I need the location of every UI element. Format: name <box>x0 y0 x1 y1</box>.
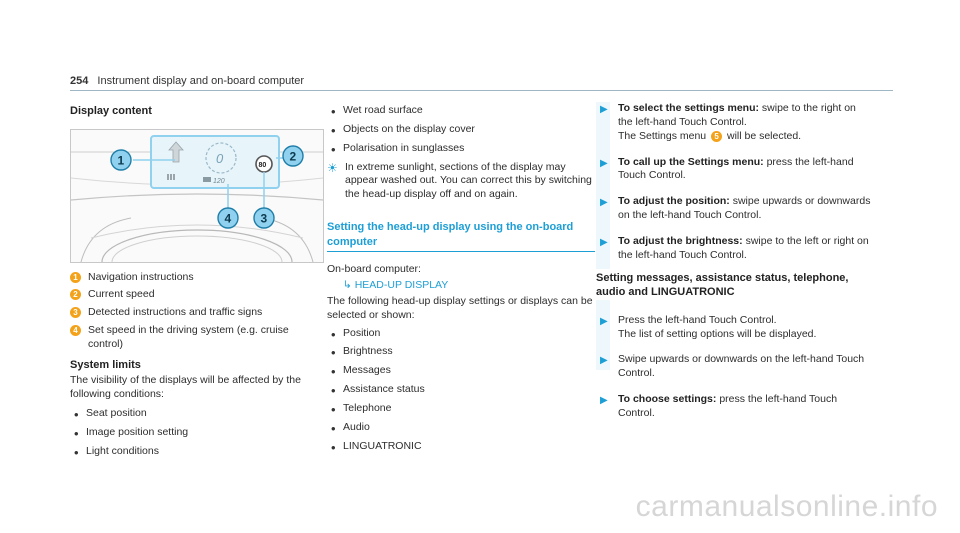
legend-text: Detected instructions and traffic signs <box>88 306 263 319</box>
list-item: Assistance status <box>327 382 595 399</box>
step-adjust-brightness: ▶ To adjust the brightness: swipe to the… <box>596 235 871 263</box>
callout-4: 4 <box>217 206 239 229</box>
section-heading-text: Setting the head-up display using the on… <box>327 221 574 248</box>
callout-1: 1 <box>110 148 132 171</box>
cruise-control-icon <box>203 176 211 182</box>
step-text: press the left-hand Touch Control. <box>618 393 838 420</box>
header-rule <box>70 90 893 91</box>
section-heading-display-content: Display content <box>70 105 152 117</box>
conditions-list: Wet road surface Objects on the display … <box>327 103 595 158</box>
instruction-band <box>596 102 610 370</box>
settings-list: Position Brightness Messages Assistance … <box>327 326 595 456</box>
step-text: swipe to the right on the left-hand Touc… <box>618 102 856 128</box>
step-call-up-settings: ▶ To call up the Settings menu: press th… <box>596 156 871 184</box>
hud-diagram: 0 80 120 1 2 <box>71 134 323 262</box>
callout-3: 3 <box>253 206 275 229</box>
list-item: LINGUATRONIC <box>327 439 595 456</box>
section-heading-setting: Setting the head-up display using the on… <box>327 220 595 253</box>
svg-text:2: 2 <box>290 149 297 163</box>
list-item: Image position setting <box>70 425 325 442</box>
legend-item: 2 Current speed <box>70 288 325 302</box>
step-arrow-icon: ▶ <box>600 315 608 327</box>
tip-note: ☀ In extreme sunlight, sections of the d… <box>327 161 595 203</box>
step-arrow-icon: ▶ <box>600 157 608 169</box>
step-select-settings: ▶ To select the settings menu: swipe to … <box>596 102 871 144</box>
page-header: 254 Instrument display and on-board comp… <box>70 74 304 89</box>
svg-text:3: 3 <box>261 211 268 225</box>
system-limits-text: The visibility of the displays will be a… <box>70 374 301 401</box>
list-item: Audio <box>327 420 595 437</box>
section-heading-system-limits: System limits <box>70 358 141 371</box>
list-item: Wet road surface <box>327 103 595 120</box>
legend-text: Navigation instructions <box>88 270 194 283</box>
path-arrow-icon: ↳ <box>343 279 355 292</box>
settings-description: The following head-up display settings o… <box>327 294 593 321</box>
step-label: To call up the Settings menu: <box>618 155 764 168</box>
step-arrow-icon: ▶ <box>600 197 608 209</box>
step-arrow-icon: ▶ <box>600 237 608 249</box>
section-heading-messages: Setting messages, assistance status, tel… <box>596 268 871 300</box>
list-item: Messages <box>327 363 595 380</box>
watermark: carmanualsonline.info <box>635 490 938 524</box>
step-label: To adjust the position: <box>618 195 730 208</box>
badge-1: 1 <box>70 271 81 283</box>
step-arrow-icon: ▶ <box>600 395 608 407</box>
chapter-title: Instrument display and on-board computer <box>97 75 305 87</box>
list-item: Brightness <box>327 344 595 361</box>
path-label: On-board computer: <box>327 263 421 276</box>
step-subtext: The Settings menu <box>618 129 710 142</box>
current-speed-text: 0 <box>216 151 224 166</box>
hud-illustration: 0 80 120 1 2 <box>70 128 324 263</box>
menu-path: ↳ HEAD-UP DISPLAY <box>327 279 595 293</box>
step-swipe: ▶ Swipe upwards or downwards on the left… <box>596 353 871 381</box>
step-press-touch-control: ▶ Press the left-hand Touch Control. The… <box>596 314 871 342</box>
step-adjust-position: ▶ To adjust the position: swipe upwards … <box>596 195 871 223</box>
badge-3: 3 <box>70 307 81 319</box>
tip-text: In extreme sunlight, sections of the dis… <box>345 160 592 201</box>
hud-projection-frame <box>150 134 280 189</box>
svg-text:4: 4 <box>225 211 232 225</box>
list-item: Objects on the display cover <box>327 122 595 139</box>
list-item: Light conditions <box>70 444 325 461</box>
column-1: Display content 0 80 120 <box>70 104 325 464</box>
legend-text: Set speed in the driving system (e.g. cr… <box>88 324 289 350</box>
step-label: To adjust the brightness: <box>618 235 743 248</box>
page-number: 254 <box>70 75 89 87</box>
list-item: Polarisation in sunglasses <box>327 141 595 158</box>
step-text: swipe to the left or right on the left-h… <box>618 235 869 261</box>
set-speed-text: 120 <box>213 178 225 185</box>
legend-text: Current speed <box>88 288 155 301</box>
limits-list: Seat position Image position setting Lig… <box>70 406 325 461</box>
tip-bulb-icon: ☀ <box>327 160 338 175</box>
badge-4: 4 <box>70 325 81 337</box>
step-text: Swipe upwards or downwards on the left-h… <box>618 353 865 380</box>
step-subtext: The list of setting options will be disp… <box>618 327 817 340</box>
callout-2: 2 <box>282 144 304 167</box>
column-2: Wet road surface Objects on the display … <box>327 103 595 459</box>
step-text: Press the left-hand Touch Control. <box>618 313 777 326</box>
step-label: To select the settings menu: <box>618 102 759 114</box>
step-text: press the left-hand Touch Control. <box>618 155 854 182</box>
path-value: HEAD-UP DISPLAY <box>354 279 449 292</box>
legend-item: 1 Navigation instructions <box>70 271 325 285</box>
step-text: swipe upwards or downwards on the left-h… <box>618 195 871 222</box>
step-label: To choose settings: <box>618 393 717 406</box>
badge-2: 2 <box>70 289 81 301</box>
list-item: Seat position <box>70 406 325 423</box>
step-arrow-icon: ▶ <box>600 355 608 367</box>
column-3: ▶ To select the settings menu: swipe to … <box>596 102 871 433</box>
svg-text:1: 1 <box>118 153 125 167</box>
step-choose-settings: ▶ To choose settings: press the left-han… <box>596 393 871 421</box>
traffic-sign-text: 80 <box>259 162 267 169</box>
badge-5: 5 <box>711 130 723 142</box>
list-item: Position <box>327 326 595 343</box>
list-item: Telephone <box>327 401 595 418</box>
navigation-arrow-icon <box>168 140 184 162</box>
legend-item: 4 Set speed in the driving system (e.g. c… <box>70 324 325 352</box>
step-arrow-icon: ▶ <box>600 104 608 115</box>
legend-item: 3 Detected instructions and traffic signs <box>70 306 325 320</box>
step-subtext-end: will be selected. <box>724 129 802 142</box>
